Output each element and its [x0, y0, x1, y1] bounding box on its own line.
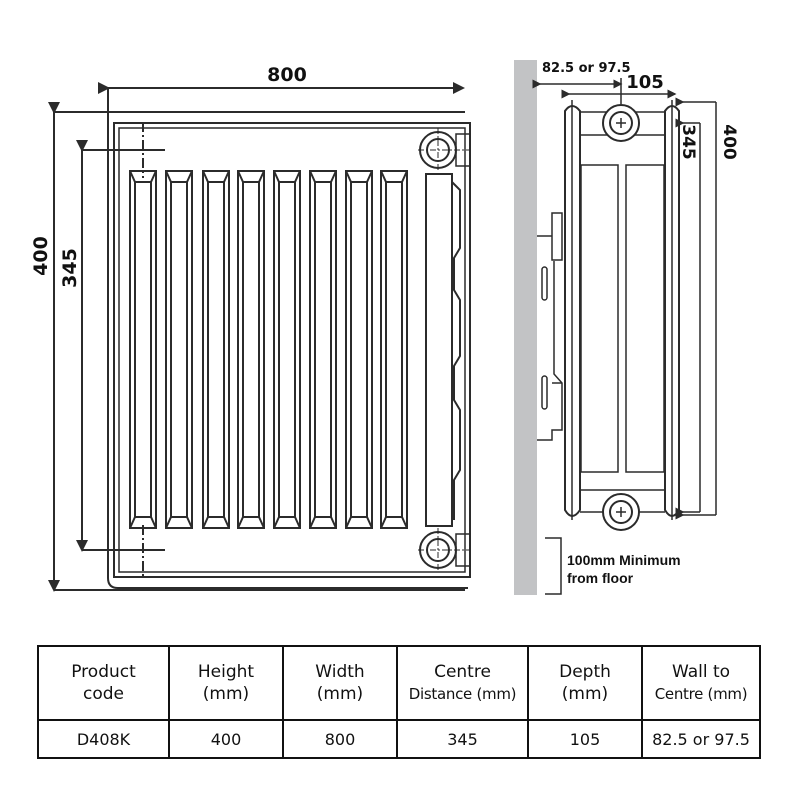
panel-frame	[113, 122, 471, 578]
front-view	[48, 82, 471, 592]
convector-fins	[129, 170, 408, 529]
centre-label: 345	[59, 248, 81, 288]
floor-note-line-1: 100mm Minimum	[567, 552, 681, 568]
cell-product-code: D408K	[37, 719, 170, 759]
header-depth: Depth(mm)	[527, 645, 643, 721]
header-width: Width(mm)	[282, 645, 398, 721]
front-panel-profile	[564, 105, 581, 517]
wall	[514, 60, 537, 595]
side-height-label: 400	[719, 124, 739, 160]
width-label: 800	[267, 64, 307, 86]
table-row: D408K 400 800 345 105 82.5 or 97.5	[37, 719, 761, 759]
side-end-panel	[425, 173, 453, 527]
depth-label: 105	[626, 72, 664, 93]
floor-note-line-2: from floor	[567, 570, 634, 586]
bottom-valve-port	[418, 528, 471, 572]
wall-bracket	[537, 212, 563, 441]
cell-depth: 105	[527, 719, 643, 759]
height-label: 400	[30, 236, 52, 276]
top-valve-port	[418, 128, 471, 172]
panel-outline	[107, 118, 468, 589]
wall-to-centre-label: 82.5 or 97.5	[542, 61, 631, 76]
cell-width: 800	[282, 719, 398, 759]
side-centre-label: 345	[678, 124, 698, 160]
cell-centre-distance: 345	[396, 719, 529, 759]
radiator-technical-drawing: 800 400 345	[30, 60, 739, 595]
side-view	[532, 78, 717, 595]
cell-height: 400	[168, 719, 284, 759]
floor-clearance-bracket	[545, 537, 562, 595]
header-height: Height(mm)	[168, 645, 284, 721]
cell-wall-to-centre: 82.5 or 97.5	[641, 719, 761, 759]
